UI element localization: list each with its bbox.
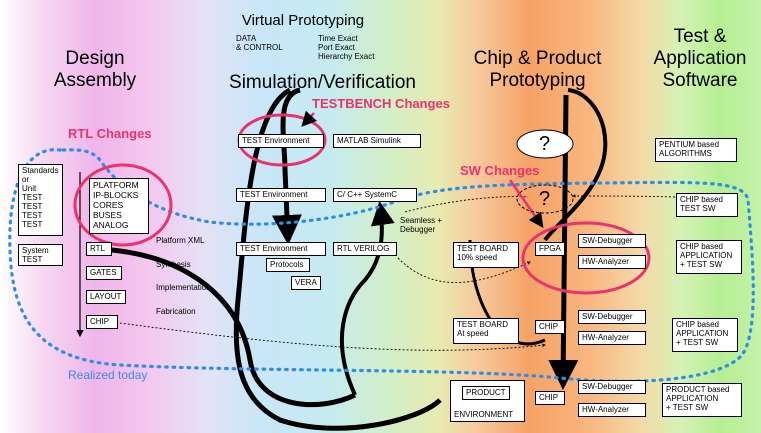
test-environment-box-3: TEST Environment — [236, 242, 326, 256]
platform-xml-label: Platform XML — [156, 236, 205, 245]
realized-today-label: Realized today — [68, 368, 148, 382]
thick-curve-sim-left — [233, 87, 442, 431]
rtl-verilog-box: RTL VERILOG — [333, 242, 397, 256]
thick-curve-chip-proto — [543, 88, 608, 242]
hw-analyzer-box-3: HW-Analyzer — [578, 403, 646, 417]
layout-box: LAYOUT — [86, 290, 126, 304]
implementation-label: Implementation — [156, 283, 211, 292]
platform-ip-box: PLATFORM IP-BLOCKS CORES BUSES ANALOG — [89, 178, 149, 234]
dotted-chip-to-proto — [111, 321, 546, 351]
chip-application-box-1: CHIP based APPLICATION + TEST SW — [676, 240, 742, 274]
rtl-changes-circle — [73, 163, 173, 247]
synthesis-label: Synthesis — [156, 260, 191, 269]
sw-changes-circle — [521, 221, 651, 295]
question-oval-2 — [516, 184, 574, 214]
seamless-debugger-label: Seamless + Debugger — [400, 216, 443, 234]
matlab-simulink-box: MATLAB Simulink — [333, 134, 421, 148]
fpga-box: FPGA — [535, 242, 565, 256]
chip-application-box-2: CHIP based APPLICATION + TEST SW — [672, 318, 738, 352]
product-box: PRODUCT — [462, 386, 510, 400]
sw-changes-label: SW Changes — [460, 163, 540, 178]
sw-debugger-box-2: SW-Debugger — [578, 310, 646, 324]
test-environment-box-1: TEST Environment — [238, 134, 324, 148]
testbench-changes-label: TESTBENCH Changes — [312, 96, 450, 111]
rtl-box: RTL — [86, 242, 112, 256]
standards-unit-test-box: Standards or Unit TEST TEST TEST TEST — [18, 164, 63, 236]
thick-curve-sim-loop — [340, 201, 395, 396]
sw-debugger-box-3: SW-Debugger — [578, 380, 646, 394]
system-test-box: System TEST — [18, 244, 63, 266]
thick-curve-rtl-sim — [111, 247, 357, 408]
dotted-seamless — [404, 196, 529, 213]
realized-today-loop — [8, 148, 755, 383]
chip-proto-box-2: CHIP — [535, 320, 565, 334]
hw-analyzer-box-2: HW-Analyzer — [578, 331, 646, 345]
cpp-systemc-box: C/ C++ SystemC — [333, 188, 417, 202]
question-oval-1 — [516, 129, 574, 159]
fabrication-label: Fabrication — [156, 307, 196, 316]
thick-curve-sim-down — [271, 87, 302, 245]
test-environment-box-2: TEST Environment — [236, 188, 326, 202]
dotted-verilog-to-fpga — [397, 257, 531, 283]
dotted-testsw-to-chip — [572, 194, 676, 198]
hw-analyzer-box-1: HW-Analyzer — [578, 255, 646, 269]
test-application-heading: Test & Application Software — [653, 26, 747, 91]
abstraction-left-label: DATA & CONTROL — [236, 34, 283, 52]
test-board-10-box: TEST BOARD 10% speed — [453, 242, 519, 268]
chip-based-test-sw-box: CHIP based TEST SW — [676, 193, 738, 217]
protocols-box: Protocols — [266, 258, 310, 272]
chip-product-heading: Chip & Product Prototyping — [473, 48, 602, 91]
gates-box: GATES — [86, 266, 122, 280]
design-assembly-heading: Design Assembly — [53, 48, 137, 91]
sw-debugger-box-1: SW-Debugger — [578, 234, 646, 248]
question-mark-1: ? — [539, 133, 551, 155]
pentium-algorithms-box: PENTIUM based ALGORITHMS — [655, 138, 737, 162]
question-mark-2: ? — [539, 188, 551, 210]
simulation-heading: Simulation/Verification — [229, 72, 416, 93]
abstraction-right-label: Time Exact Port Exact Hierarchy Exact — [318, 34, 375, 61]
chip-design-box: CHIP — [86, 315, 118, 329]
vera-box: VERA — [291, 276, 321, 290]
product-application-box: PRODUCT based APPLICATION + TEST SW — [662, 383, 742, 417]
virtual-prototyping-heading: Virtual Prototyping — [241, 12, 365, 29]
chip-proto-box-3: CHIP — [535, 391, 565, 405]
testbench-arrow — [301, 110, 317, 127]
test-board-at-speed-box: TEST BOARD At speed — [453, 318, 519, 344]
sw-changes-arrow — [508, 179, 544, 229]
environment-label: ENVIRONMENT — [454, 410, 514, 419]
rtl-changes-label: RTL Changes — [68, 126, 152, 141]
